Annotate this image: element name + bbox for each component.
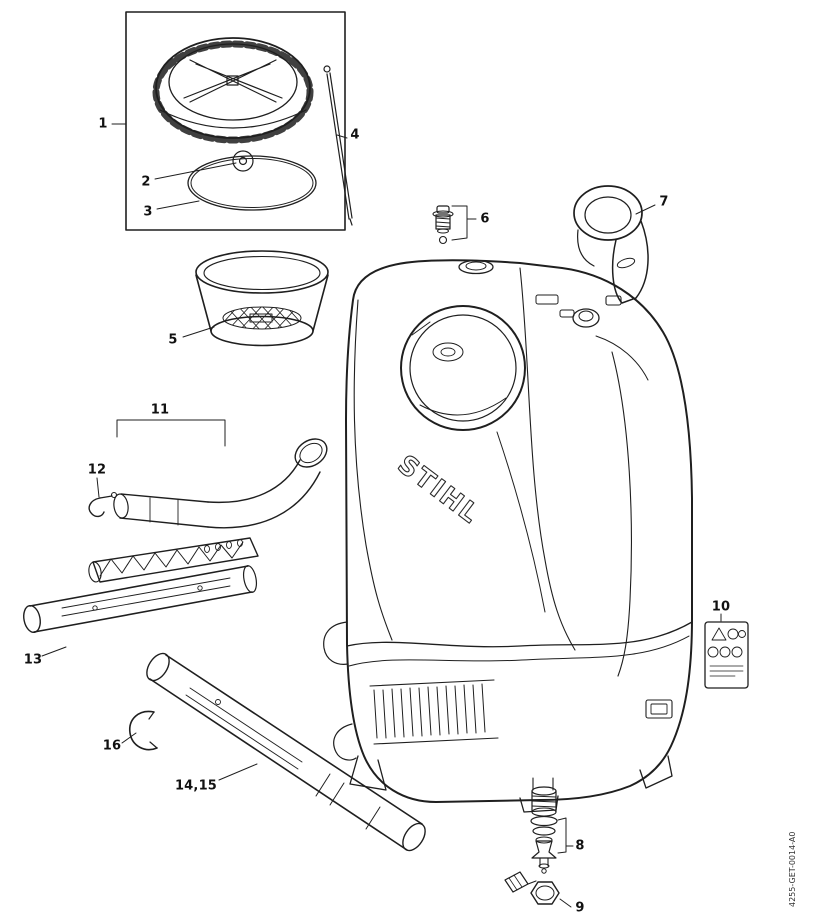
hose-elbow-drawing bbox=[113, 438, 328, 529]
info-sticker-drawing bbox=[704, 621, 749, 689]
cap-seal-drawing bbox=[232, 150, 254, 172]
callout-5: 5 bbox=[168, 332, 178, 348]
strainer-basket-drawing bbox=[195, 250, 329, 347]
callout-6: 6 bbox=[480, 211, 490, 227]
inset-box bbox=[125, 11, 346, 231]
strap-drawing bbox=[88, 537, 259, 583]
brand-logo-text: STIHL bbox=[392, 450, 486, 531]
retainer-clip-drawing bbox=[129, 710, 158, 751]
elbow-nut-drawing bbox=[504, 871, 560, 905]
outlet-valve-drawing bbox=[530, 786, 558, 874]
callout-9: 9 bbox=[575, 900, 585, 916]
callout-1: 1 bbox=[98, 116, 108, 132]
callout-13: 13 bbox=[23, 652, 43, 668]
doc-code-text: 4255-GET-0014-A0 bbox=[788, 832, 797, 907]
callout-3: 3 bbox=[143, 204, 153, 220]
tank-body-drawing bbox=[323, 259, 693, 813]
tank-cap-drawing bbox=[152, 37, 314, 144]
gasket-drawing bbox=[187, 155, 317, 211]
handle-bracket-drawing bbox=[573, 185, 649, 306]
callout-7: 7 bbox=[659, 194, 669, 210]
callout-4: 4 bbox=[350, 127, 360, 143]
callout-10: 10 bbox=[711, 599, 731, 615]
leader-lines bbox=[41, 123, 722, 908]
callout-16: 16 bbox=[102, 738, 122, 754]
callout-8: 8 bbox=[575, 838, 585, 854]
dip-tube-drawing bbox=[323, 65, 353, 226]
valve-plug-drawing bbox=[432, 205, 454, 245]
callout-14-15: 14,15 bbox=[174, 778, 218, 794]
callout-12: 12 bbox=[87, 462, 107, 478]
wand-tube-drawing bbox=[146, 652, 426, 852]
spray-wand-drawing bbox=[23, 565, 258, 634]
callout-2: 2 bbox=[141, 174, 151, 190]
callout-11: 11 bbox=[150, 402, 170, 418]
hook-pin-drawing bbox=[88, 491, 118, 518]
